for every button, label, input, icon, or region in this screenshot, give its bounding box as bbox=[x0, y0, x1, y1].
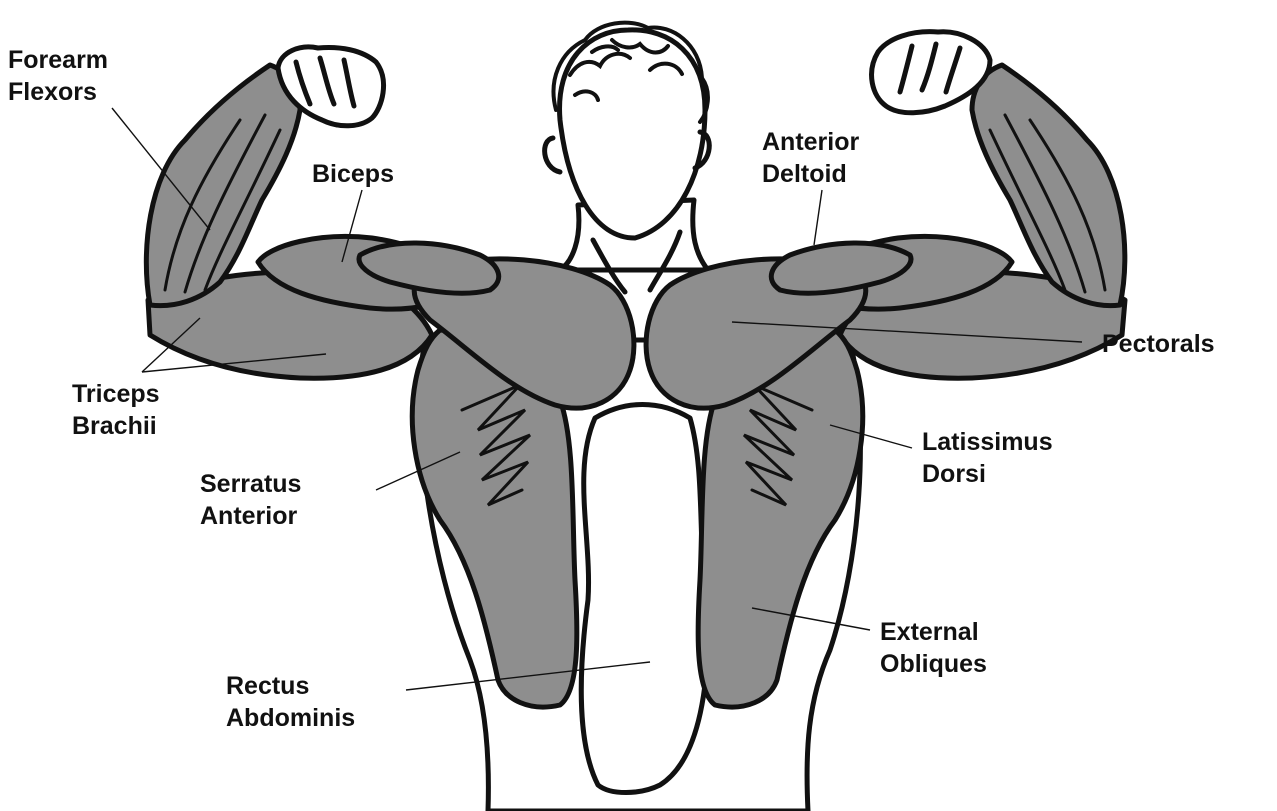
label-anterior-deltoid: Anterior Deltoid bbox=[762, 128, 866, 188]
label-triceps-brachii: Triceps Brachii bbox=[72, 380, 167, 440]
label-rectus-abdominis: Rectus Abdominis bbox=[226, 672, 355, 732]
label-external-obliques: External Obliques bbox=[880, 618, 987, 678]
label-biceps: Biceps bbox=[312, 160, 394, 188]
rectus-abdominis-shape bbox=[581, 405, 707, 793]
label-forearm-flexors: Forearm Flexors bbox=[8, 46, 115, 106]
leader-anterior-deltoid bbox=[814, 190, 822, 245]
label-serratus-anterior: Serratus Anterior bbox=[200, 470, 308, 530]
label-pectorals: Pectorals bbox=[1102, 330, 1215, 358]
label-latissimus-dorsi: Latissimus Dorsi bbox=[922, 428, 1060, 488]
ear-left bbox=[545, 138, 560, 172]
